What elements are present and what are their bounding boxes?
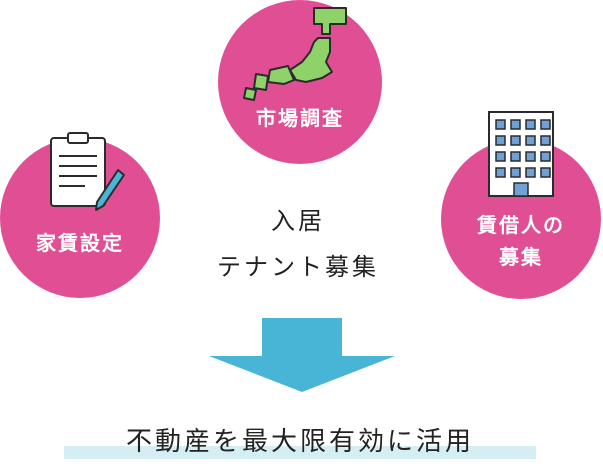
tenant-recruitment-label-line1: 賃借人の [476, 213, 565, 237]
market-survey-circle [218, 0, 382, 164]
pen-icon [95, 169, 125, 211]
tenant-recruitment-circle [441, 139, 601, 299]
rent-setting-node: 家賃設定 [0, 132, 160, 298]
clipboard-icon [50, 132, 106, 207]
japan-map-icon [243, 7, 347, 101]
tenant-recruitment-label-line2: 募集 [498, 245, 543, 269]
result-highlight [64, 446, 536, 459]
building-icon [488, 111, 554, 197]
tenant-recruitment-node: 賃借人の 募集 [441, 111, 601, 299]
rent-setting-label: 家賃設定 [36, 231, 124, 255]
result-label: 不動産を最大限有効に活用 [126, 427, 474, 457]
center-label-line2: テナント募集 [217, 253, 379, 281]
down-arrow-icon [209, 318, 395, 392]
market-survey-label: 市場調査 [256, 106, 344, 130]
market-survey-node: 市場調査 [218, 0, 382, 164]
center-label-line1: 入居 [271, 207, 325, 235]
